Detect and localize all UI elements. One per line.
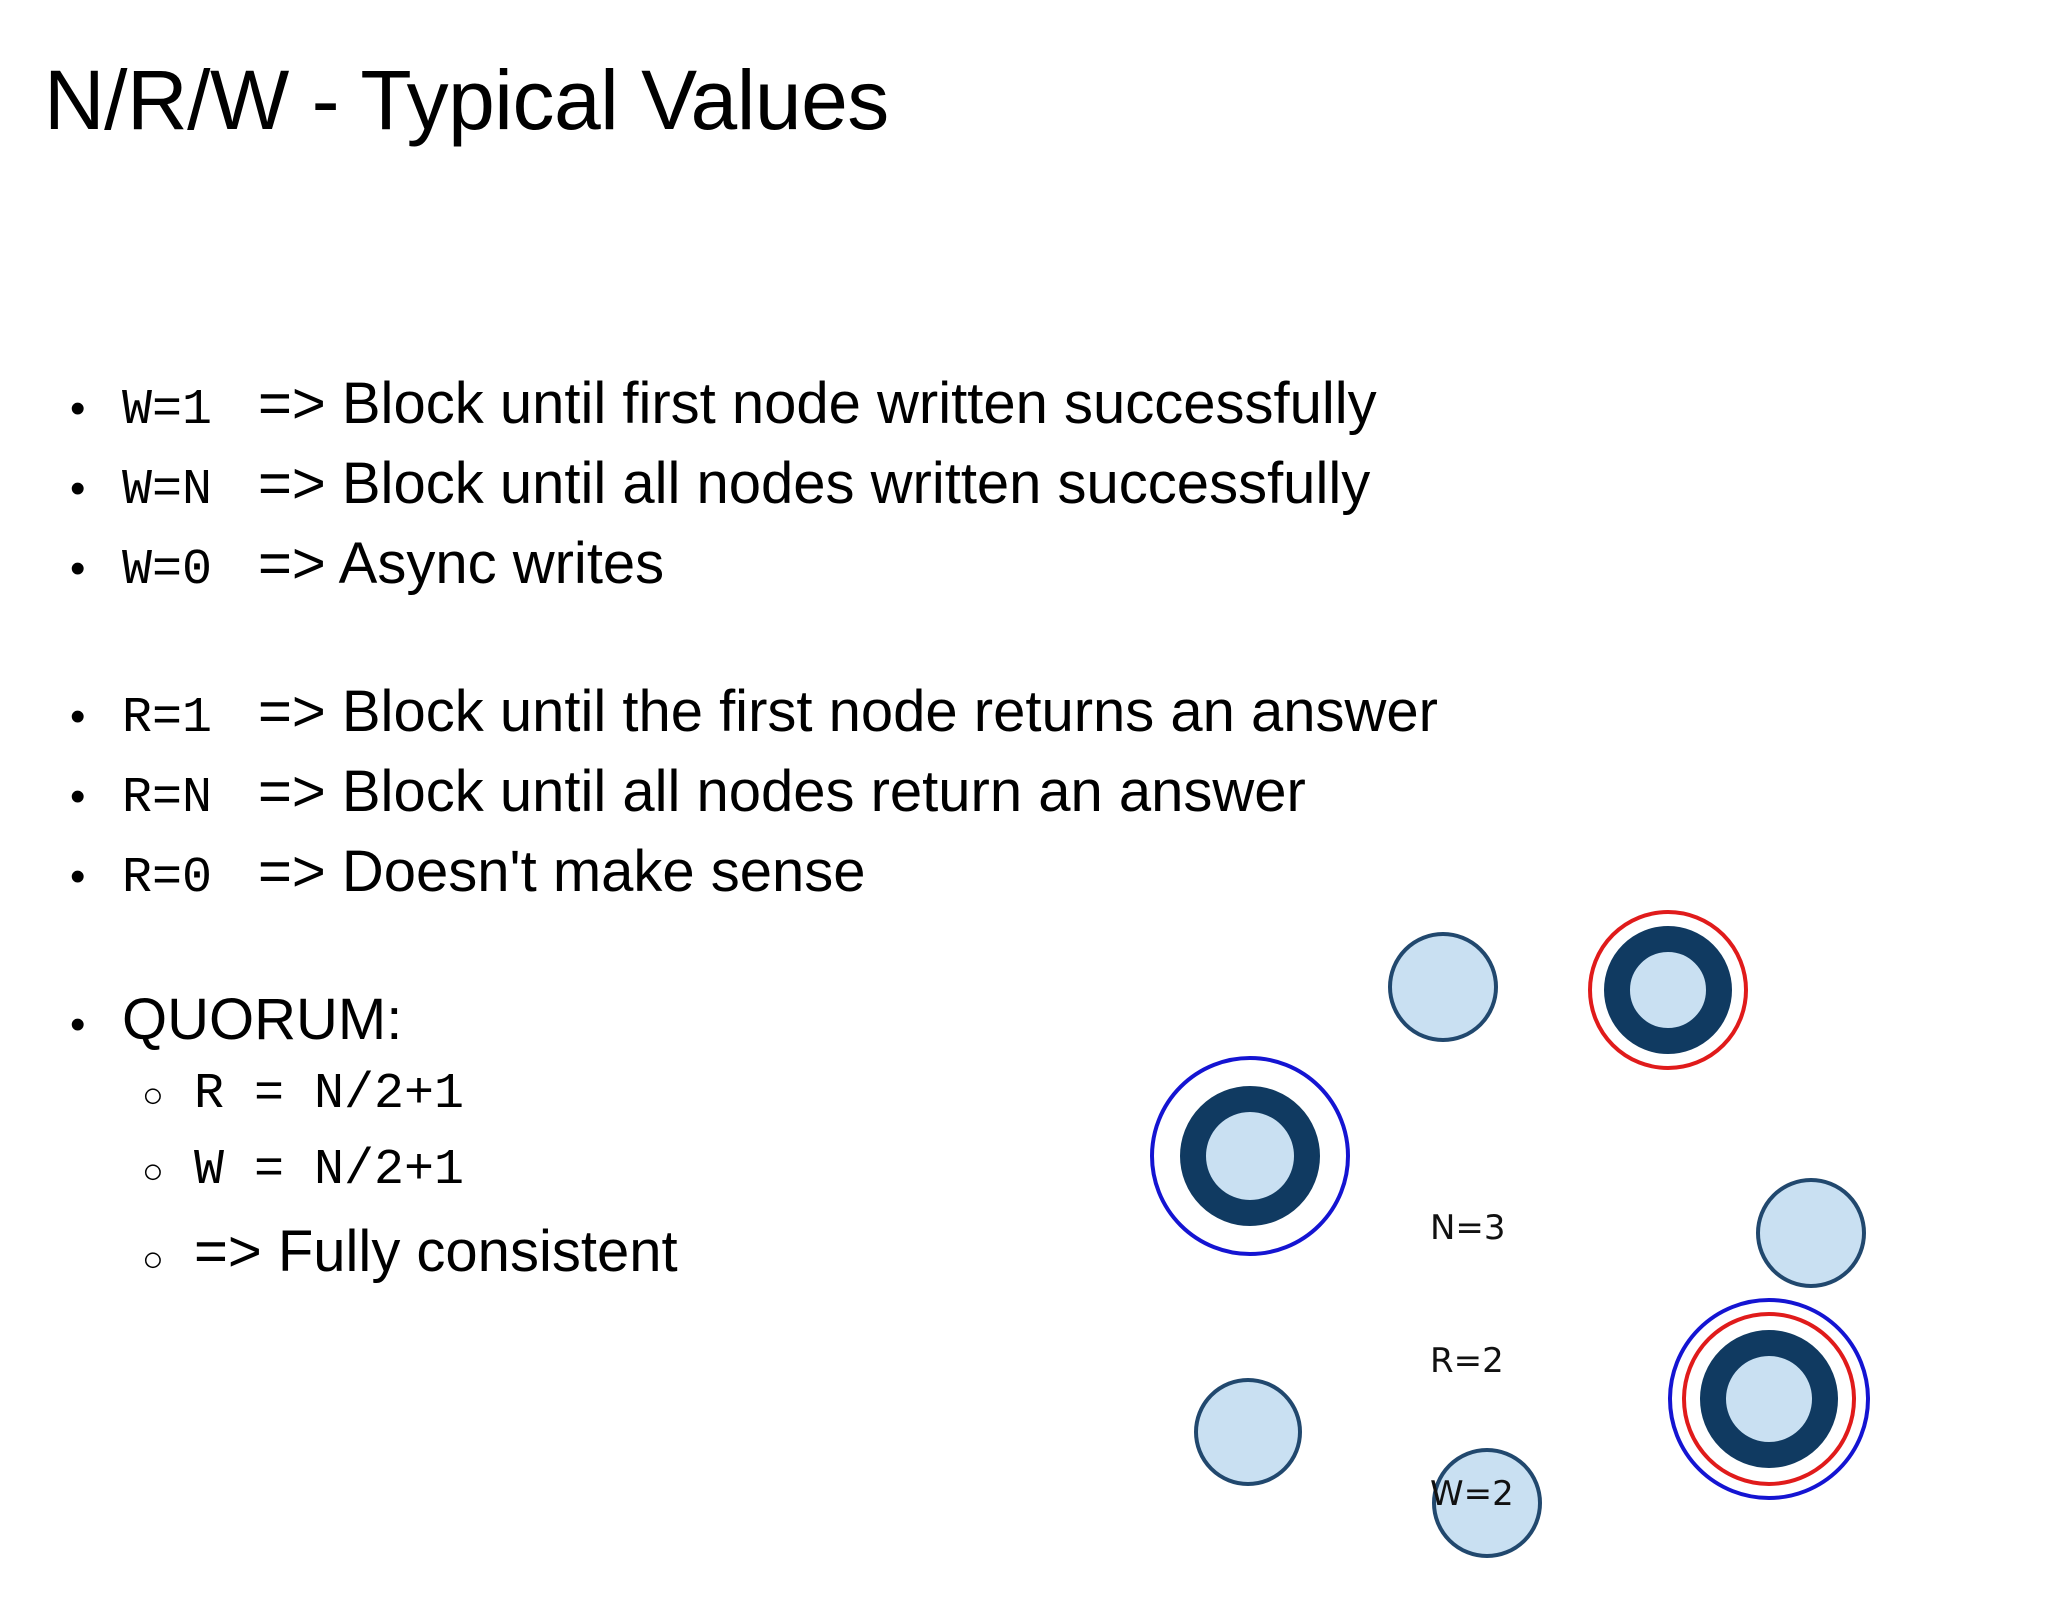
bullet-quorum-heading: • QUORUM: [70,986,1830,1066]
node-bottom-left [1194,1378,1302,1486]
bullet-w-1: • W=1 => Block until first node written … [70,370,1830,450]
bullet-w-0: • W=0 => Async writes [70,530,1830,610]
bullet-text: => Async writes [258,531,665,596]
bullet-code: W=N [122,462,213,519]
bullet-marker-icon: • [70,692,86,741]
bullet-text: => Block until the first node returns an… [258,679,1438,744]
quorum-item-code: W = N/2+1 [194,1142,465,1199]
bullet-text: => Block until first node written succes… [258,371,1377,436]
quorum-item-w: ○ W = N/2+1 [70,1142,1830,1218]
bullet-r-0: • R=0 => Doesn't make sense [70,838,1830,918]
quorum-item-r: ○ R = N/2+1 [70,1066,1830,1142]
nrw-values-label: N=3 R=2 W=2 [1430,1118,1514,1604]
node-top-right-red-ring [1588,910,1748,1070]
bullet-code: W=1 [122,382,213,439]
node-top-right [1604,926,1732,1054]
bullet-marker-icon: • [70,1000,86,1049]
n-value: N=3 [1430,1208,1506,1249]
node-ring-diagram: N=3 R=2 W=2 [1120,880,1940,1558]
bullet-r-n: • R=N => Block until all nodes return an… [70,758,1830,838]
r-value: R=2 [1430,1340,1504,1381]
quorum-item-code: R = N/2+1 [194,1066,465,1123]
node-bottom-right-blue-ring [1668,1298,1870,1500]
node-bottom-right [1700,1330,1838,1468]
sub-bullet-marker-icon: ○ [142,1150,164,1191]
bullet-text: => Block until all nodes written success… [258,451,1371,516]
sub-bullet-marker-icon: ○ [142,1074,164,1115]
bullet-text: => Block until all nodes return an answe… [258,759,1306,824]
w-value: W=2 [1430,1473,1514,1514]
bullet-r-1: • R=1 => Block until the first node retu… [70,678,1830,758]
node-right [1756,1178,1866,1288]
bullet-code: W=0 [122,542,213,599]
bullet-marker-icon: • [70,852,86,901]
bullet-marker-icon: • [70,464,86,513]
node-left-blue-ring [1150,1056,1350,1256]
bullet-marker-icon: • [70,772,86,821]
bullet-marker-icon: • [70,544,86,593]
bullet-marker-icon: • [70,384,86,433]
quorum-item-text: => Fully consistent [194,1219,678,1284]
bullet-text: => Doesn't make sense [258,839,866,904]
quorum-item-consistency: ○ => Fully consistent [70,1218,1830,1294]
node-left [1180,1086,1320,1226]
bullet-code: R=1 [122,690,213,747]
node-top-center [1388,932,1498,1042]
slide-body: • W=1 => Block until first node written … [70,370,1830,1294]
sub-bullet-marker-icon: ○ [142,1238,164,1279]
bullet-w-n: • W=N => Block until all nodes written s… [70,450,1830,530]
quorum-heading-text: QUORUM: [122,987,403,1052]
node-bottom-right-red-ring [1682,1312,1856,1486]
bullet-code: R=N [122,770,213,827]
bullet-code: R=0 [122,850,213,907]
page-title: N/R/W - Typical Values [44,53,889,147]
